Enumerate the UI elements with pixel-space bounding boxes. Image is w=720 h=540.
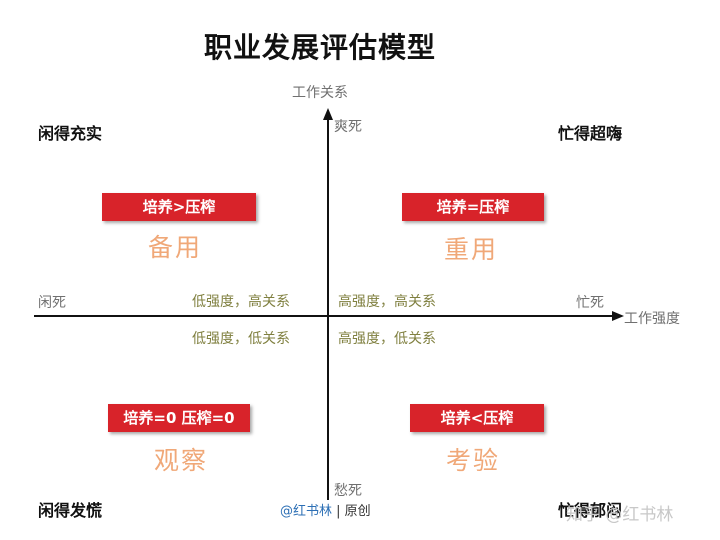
credit-line: @红书林 | 原创 [280,500,371,519]
y-axis-bottom-label: 愁死 [334,483,362,499]
quadrant-desc-top-left: 低强度，高关系 [192,294,290,310]
quadrant-desc-bottom-left: 低强度，低关系 [192,331,290,347]
corner-bottom-right: 忙得郁闷 [558,501,623,520]
corner-top-left: 闲得充实 [38,124,103,143]
quadrant-name-bottom-right: 考验 [446,446,501,475]
corner-top-right: 忙得超嗨 [558,124,623,143]
quadrant-name-top-right: 重用 [444,235,499,264]
watermark: 知乎 @红书林 [566,505,674,525]
quadrant-name-top-left: 备用 [148,233,203,262]
x-axis-arrow [612,311,624,321]
badge-top-right: 培养=压榨 [402,193,544,221]
y-axis-top-label: 爽死 [334,119,362,135]
y-axis-label: 工作关系 [292,85,348,101]
x-axis-left-label: 闲死 [38,295,66,311]
credit-author: 红书林 [293,504,333,519]
badge-bottom-left: 培养=0 压榨=0 [108,404,250,432]
credit-prefix: @ [280,504,293,519]
credit-suffix: 原创 [344,504,371,519]
corner-bottom-left: 闲得发慌 [38,501,103,520]
quadrant-desc-bottom-right: 高强度，低关系 [338,331,436,347]
y-axis-arrow [323,108,333,120]
x-axis-right-label: 忙死 [576,295,604,311]
x-axis-label: 工作强度 [624,311,680,327]
quadrant-desc-top-right: 高强度，高关系 [338,294,436,310]
quadrant-name-bottom-left: 观察 [154,446,209,475]
page-title: 职业发展评估模型 [204,31,437,64]
credit-separator: | [332,504,345,519]
badge-bottom-right: 培养<压榨 [410,404,544,432]
badge-top-left: 培养>压榨 [102,193,256,221]
